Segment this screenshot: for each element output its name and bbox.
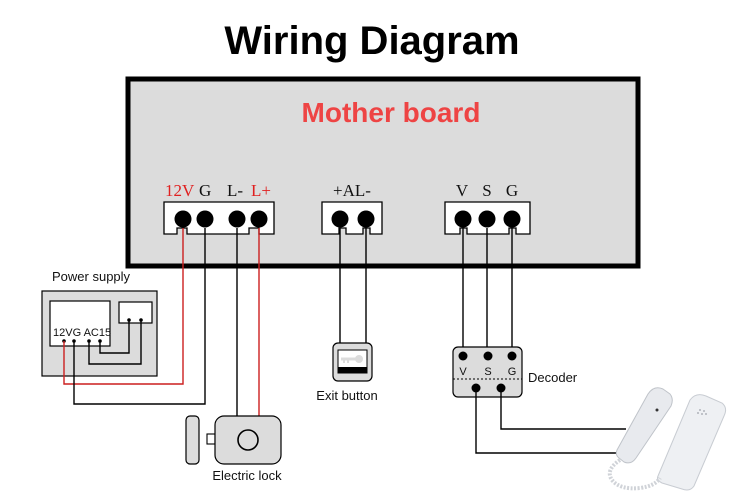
terminal-label-12v: 12V <box>165 181 195 200</box>
power-supply-label: Power supply <box>52 269 131 284</box>
decoder-label-g: G <box>508 366 517 378</box>
terminal-al-minus <box>357 210 375 228</box>
wire-12v <box>63 228 184 385</box>
decoder-label: Decoder <box>528 370 578 385</box>
decoder-label-s: S <box>484 366 491 378</box>
terminal-l-plus <box>250 210 268 228</box>
mother-board-panel <box>125 76 641 269</box>
exit-button-label: Exit button <box>316 388 377 403</box>
terminal-label-alarm: +AL- <box>333 181 371 200</box>
terminal-block-alarm <box>321 201 383 235</box>
electric-lock-label: Electric lock <box>212 468 282 483</box>
mother-board: Mother board 12V G L- L+ +AL- V S G <box>125 76 641 269</box>
terminal-label-l-minus: L- <box>227 181 243 200</box>
decoder-box <box>452 346 523 398</box>
terminal-s <box>478 210 496 228</box>
key-icon <box>341 355 363 363</box>
decoder: V S G Decoder <box>452 346 578 398</box>
mother-board-label: Mother board <box>302 97 481 128</box>
terminal-label-l-plus: L+ <box>251 181 271 200</box>
lock-cylinder-icon <box>237 429 259 451</box>
terminal-label-s: S <box>482 181 491 200</box>
electric-lock: Electric lock <box>185 415 282 483</box>
intercom-handset-icon <box>607 387 727 491</box>
terminal-g-video <box>503 210 521 228</box>
power-supply-terminal-text: 12VG AC15 <box>53 327 111 339</box>
wire-g <box>73 228 206 405</box>
terminal-12v <box>174 210 192 228</box>
decoder-label-v: V <box>459 366 467 378</box>
lock-strike-plate <box>185 415 200 465</box>
terminal-l-minus <box>228 210 246 228</box>
terminal-label-g: G <box>199 181 211 200</box>
exit-button: Exit button <box>316 342 378 403</box>
terminal-g <box>196 210 214 228</box>
wire-handset-2 <box>500 388 626 430</box>
terminal-block-video <box>444 201 531 235</box>
diagram-title: Wiring Diagram <box>224 19 519 63</box>
terminal-label-g2: G <box>506 181 518 200</box>
power-supply-module <box>49 300 111 347</box>
terminal-block-power-lock <box>163 201 275 235</box>
power-supply: Power supply 12VG AC15 <box>41 269 158 377</box>
terminal-al-plus <box>331 210 349 228</box>
lock-body <box>214 415 282 465</box>
terminal-label-v: V <box>456 181 469 200</box>
wire-handset-1 <box>475 388 617 454</box>
terminal-v <box>454 210 472 228</box>
power-supply-input <box>118 301 153 324</box>
